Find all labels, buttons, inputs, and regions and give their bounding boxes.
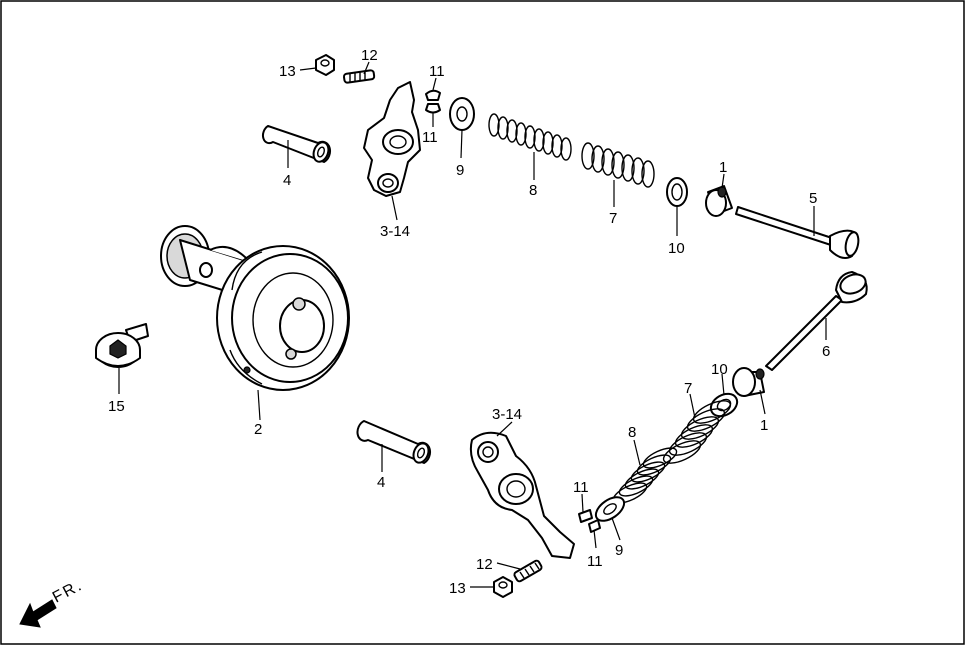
callout-4-top: 4 bbox=[283, 172, 291, 189]
front-direction-arrow-icon bbox=[19, 599, 57, 628]
front-direction-indicator: FR. bbox=[19, 577, 86, 628]
callout-11-top-b: 11 bbox=[422, 129, 438, 146]
valve-cotters-top bbox=[425, 89, 441, 114]
nut-top bbox=[315, 54, 335, 76]
leader-lines bbox=[118, 61, 827, 588]
callout-12-top: 12 bbox=[361, 47, 378, 64]
callout-3-14-top: 3-14 bbox=[380, 223, 410, 240]
spring-seat-bottom bbox=[709, 392, 739, 418]
nut-bottom bbox=[493, 576, 513, 598]
callout-10-top: 10 bbox=[668, 240, 685, 257]
spring-seat-top bbox=[666, 177, 688, 207]
callout-8-top: 8 bbox=[529, 182, 537, 199]
callout-7-top: 7 bbox=[609, 210, 617, 227]
spring-retainer-bottom bbox=[594, 496, 626, 522]
spring-retainer-top bbox=[449, 97, 475, 131]
stem-seal-bottom bbox=[732, 367, 765, 397]
callout-15: 15 bbox=[108, 398, 125, 415]
outer-spring-top bbox=[581, 142, 655, 188]
callout-labels: 13 12 11 11 9 8 7 10 1 5 4 3-14 15 2 6 1… bbox=[108, 47, 830, 597]
callout-3-14-bottom: 3-14 bbox=[492, 406, 522, 423]
callout-2: 2 bbox=[254, 421, 262, 438]
callout-8-bottom: 8 bbox=[628, 424, 636, 441]
callout-1-bottom: 1 bbox=[760, 417, 768, 434]
callout-5: 5 bbox=[809, 190, 817, 207]
valve-cotters-bottom bbox=[578, 509, 601, 533]
cam-bolt bbox=[95, 323, 149, 368]
rocker-shaft-top bbox=[261, 125, 332, 163]
callout-10-bottom: 10 bbox=[711, 361, 728, 378]
callout-11-bottom-b: 11 bbox=[587, 553, 603, 570]
rocker-shaft-bottom bbox=[356, 420, 432, 464]
callout-1-top: 1 bbox=[719, 159, 727, 176]
adjusting-screw-top bbox=[342, 69, 376, 84]
callout-13-top: 13 bbox=[279, 63, 296, 80]
callout-11-top-a: 11 bbox=[429, 63, 445, 80]
callout-6: 6 bbox=[822, 343, 830, 360]
exhaust-valve bbox=[765, 271, 868, 371]
callout-11-bottom-a: 11 bbox=[573, 479, 589, 496]
rocker-arm-bottom bbox=[469, 431, 575, 559]
callout-7-bottom: 7 bbox=[684, 380, 692, 397]
stem-seal-top bbox=[705, 185, 733, 217]
rocker-arm-top bbox=[363, 81, 421, 197]
callout-9-bottom: 9 bbox=[615, 542, 623, 559]
callout-4-bottom: 4 bbox=[377, 474, 385, 491]
callout-9-top: 9 bbox=[456, 162, 464, 179]
callout-12-bottom: 12 bbox=[476, 556, 493, 573]
inner-spring-top bbox=[488, 113, 572, 161]
front-direction-label: FR. bbox=[50, 577, 86, 607]
callout-13-bottom: 13 bbox=[449, 580, 466, 597]
adjusting-screw-bottom bbox=[513, 559, 543, 583]
outer-spring-bottom bbox=[662, 400, 732, 464]
intake-valve bbox=[735, 206, 860, 259]
camshaft-assembly bbox=[160, 225, 350, 391]
